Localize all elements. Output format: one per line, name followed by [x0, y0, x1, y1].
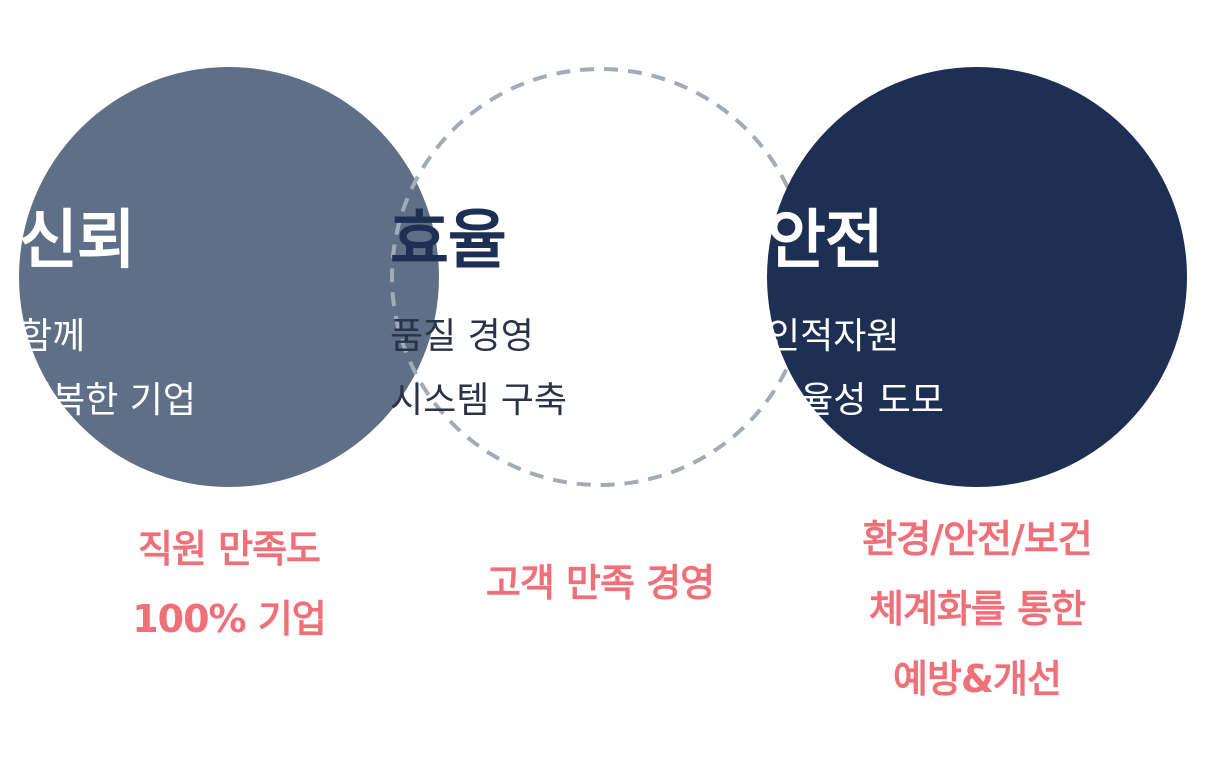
safety-note-line-3: 예방&개선: [893, 657, 1062, 701]
trust-note-line-1: 직원 만족도: [137, 527, 321, 571]
safety-title: 안전: [767, 204, 884, 278]
safety-note-line-1: 환경/안전/보건: [862, 517, 1093, 561]
trust-line-1: 함께: [19, 316, 86, 357]
efficiency-line-2: 시스템 구축: [390, 380, 568, 421]
safety-note: 환경/안전/보건 체계화를 통한 예방&개선: [767, 516, 1187, 702]
efficiency-note: 고객 만족 경영: [390, 560, 810, 606]
safety-circle: 안전 인적자원 효율성 도모: [767, 67, 1187, 487]
safety-note-line-2: 체계화를 통한: [869, 587, 1086, 631]
trust-line-2: 행복한 기업: [19, 380, 197, 421]
trust-note-line-2: 100% 기업: [132, 597, 327, 641]
trust-title: 신뢰: [19, 204, 136, 278]
efficiency-line-1: 품질 경영: [390, 316, 534, 357]
efficiency-title: 효율: [390, 204, 507, 278]
efficiency-circle: 효율 품질 경영 시스템 구축: [390, 67, 810, 487]
safety-line-1: 인적자원: [767, 316, 900, 357]
trust-circle: 신뢰 함께 행복한 기업: [19, 67, 439, 487]
efficiency-note-line-1: 고객 만족 경영: [485, 561, 715, 605]
safety-line-2: 효율성 도모: [767, 380, 945, 421]
trust-note: 직원 만족도 100% 기업: [19, 526, 439, 642]
